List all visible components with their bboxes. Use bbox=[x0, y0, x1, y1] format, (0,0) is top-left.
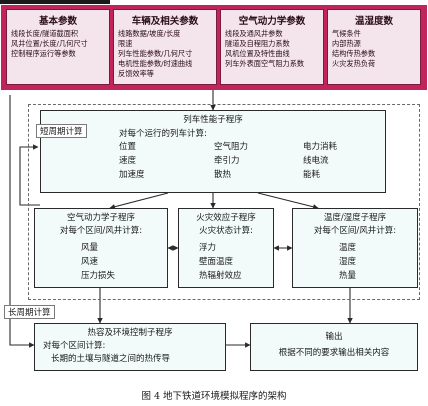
aero-item: 压力损失 bbox=[81, 271, 116, 281]
top-rule bbox=[0, 0, 110, 4]
vehicle-params-card: 车辆及相关参数 线路数据/坡度/长度 限速 列车性能参数/几何尺寸 电机性能参数… bbox=[113, 9, 217, 85]
output-body: 根据不同的要求输出相关内容 bbox=[278, 348, 390, 358]
output-box: 输出 根据不同的要求输出相关内容 bbox=[250, 323, 418, 371]
basic-params-card: 基本参数 线段长度/隧道截面积 风井位置/长度/几何尺寸 控制程序运行等参数 bbox=[6, 9, 110, 85]
temp-params-title: 温湿度数 bbox=[354, 16, 393, 27]
train-item: 散热 bbox=[214, 170, 232, 180]
fire-title: 火灾效应子程序 bbox=[196, 213, 256, 223]
long-period-label: 长周期计算 bbox=[4, 305, 55, 319]
train-item: 线电流 bbox=[303, 156, 329, 166]
fire-item: 壁面温度 bbox=[199, 257, 234, 267]
train-col-1: 位置 速度 加速度 bbox=[119, 142, 145, 181]
fire-item: 热辐射效应 bbox=[199, 271, 242, 281]
heat-subprogram-box: 热容及环境控制子程序 对每个区间计算: 长期的土壤与隧道之间的热传导 bbox=[34, 323, 226, 371]
heat-subtitle: 对每个区间计算: bbox=[43, 341, 106, 351]
short-period-label: 短周期计算 bbox=[36, 124, 87, 138]
train-item: 电力消耗 bbox=[303, 142, 338, 152]
temp-item: 热量 bbox=[339, 271, 357, 281]
aero-title: 空气动力学子程序 bbox=[66, 213, 135, 223]
fire-item: 浮力 bbox=[199, 243, 217, 253]
train-item: 能耗 bbox=[303, 170, 321, 180]
train-subtitle: 对每个运行的列车计算: bbox=[119, 129, 207, 139]
parameter-panel: 基本参数 线段长度/隧道截面积 风井位置/长度/几何尺寸 控制程序运行等参数 车… bbox=[1, 5, 427, 90]
temp-title: 温度/湿度子程序 bbox=[323, 213, 387, 223]
train-item: 加速度 bbox=[119, 170, 145, 180]
train-item: 空气阻力 bbox=[214, 142, 249, 152]
aero-params-card: 空气动力学参数 线段及通风井参数 隧道及自程阻力系数 风机位置及特性曲线 列车外… bbox=[220, 9, 324, 85]
temp-subprogram-box: 温度/湿度子程序 对每个区间/风井计算: 温度 湿度 热量 bbox=[292, 208, 418, 288]
vehicle-params-title: 车辆及相关参数 bbox=[131, 16, 199, 27]
temp-item: 温度 bbox=[339, 243, 357, 253]
aero-subprogram-box: 空气动力学子程序 对每个区间/风井计算: 风量 风速 压力损失 bbox=[34, 208, 168, 288]
heat-title: 热容及环境控制子程序 bbox=[87, 328, 173, 338]
aero-subtitle: 对每个区间/风井计算: bbox=[59, 226, 143, 236]
aero-item: 风量 bbox=[81, 243, 99, 253]
train-col-3: 电力消耗 线电流 能耗 bbox=[303, 142, 337, 181]
figure-caption: 图 4 地下铁道环境模拟程序的架构 bbox=[141, 391, 287, 402]
train-col-2: 空气阻力 牵引力 散热 bbox=[214, 142, 248, 181]
short-period-region bbox=[28, 104, 420, 300]
temp-subtitle: 对每个区间/风井计算: bbox=[313, 226, 397, 236]
aero-item: 风速 bbox=[81, 257, 99, 267]
train-performance-box: 列车性能子程序 对每个运行的列车计算: 位置 速度 加速度 空气阻力 牵引力 散… bbox=[40, 110, 386, 193]
temp-params-body: 气候条件 内部热源 结构传热参数 火灾发热负荷 bbox=[332, 29, 376, 68]
temp-item: 湿度 bbox=[339, 257, 357, 267]
heat-body: 长期的土壤与隧道之间的热传导 bbox=[51, 354, 171, 364]
train-title: 列车性能子程序 bbox=[183, 115, 243, 125]
train-item: 位置 bbox=[119, 142, 137, 152]
basic-params-title: 基本参数 bbox=[38, 16, 77, 27]
temp-params-card: 温湿度数 气候条件 内部热源 结构传热参数 火灾发热负荷 bbox=[327, 9, 421, 85]
fire-subtitle: 火灾状态计算: bbox=[199, 226, 253, 236]
output-title: 输出 bbox=[325, 332, 343, 342]
aero-params-body: 线段及通风井参数 隧道及自程阻力系数 风机位置及特性曲线 列车外表面空气阻力系数 bbox=[225, 29, 305, 68]
basic-params-body: 线段长度/隧道截面积 风井位置/长度/几何尺寸 控制程序运行等参数 bbox=[11, 29, 88, 58]
vehicle-params-body: 线路数据/坡度/长度 限速 列车性能参数/几何尺寸 电机性能参数/时速曲线 反馈… bbox=[118, 29, 193, 78]
train-item: 速度 bbox=[119, 156, 137, 166]
train-item: 牵引力 bbox=[214, 156, 240, 166]
aero-params-title: 空气动力学参数 bbox=[238, 16, 306, 27]
fire-subprogram-box: 火灾效应子程序 火灾状态计算: 浮力 壁面温度 热辐射效应 bbox=[178, 208, 274, 288]
